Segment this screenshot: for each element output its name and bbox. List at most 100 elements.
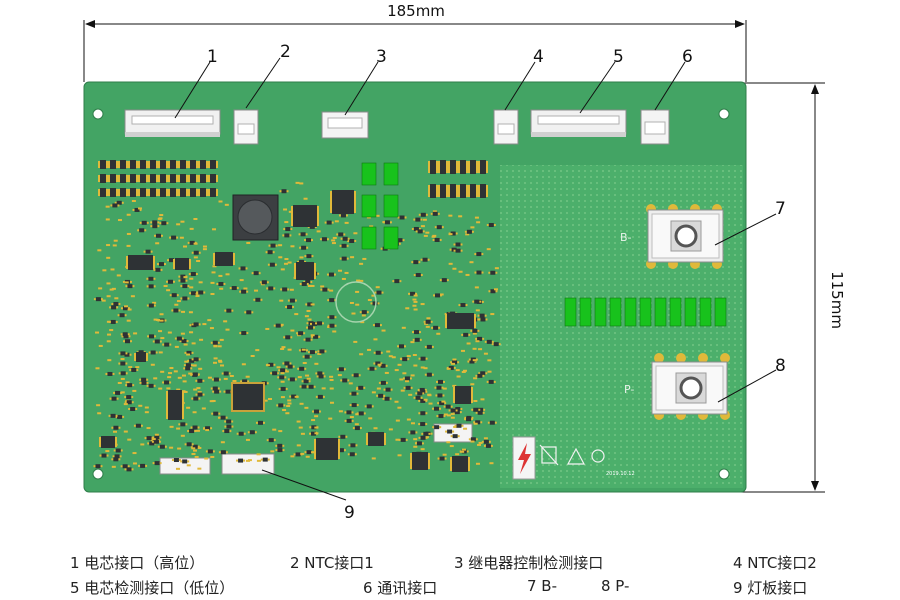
smd-chip xyxy=(166,390,184,420)
smd-chip xyxy=(244,310,254,315)
smd-chip xyxy=(153,233,163,238)
connector-cell-high xyxy=(124,109,221,137)
smd-chip xyxy=(413,395,423,400)
smd-chip xyxy=(128,188,138,197)
smd-chip xyxy=(184,442,194,447)
smd-chip xyxy=(124,395,134,400)
smd-chip xyxy=(415,391,425,396)
terminal-p-minus: P- xyxy=(624,353,730,420)
smd-chip xyxy=(339,243,349,248)
smd-chip xyxy=(118,174,128,183)
smd-chip xyxy=(126,255,155,270)
smd-chip xyxy=(450,360,460,365)
smd-chip xyxy=(109,396,119,401)
smd-chip xyxy=(450,434,460,439)
smd-chip xyxy=(338,213,348,218)
legend-item-4: 4 NTC接口2 xyxy=(733,554,817,572)
smd-chip xyxy=(188,174,198,183)
smd-chip xyxy=(364,404,374,409)
smd-chip xyxy=(146,276,156,281)
smd-chip xyxy=(287,377,297,382)
smd-chip xyxy=(434,225,444,230)
smd-chip xyxy=(299,281,309,286)
smd-chip xyxy=(468,437,478,442)
smd-chip xyxy=(253,297,263,302)
smd-chip xyxy=(312,409,322,414)
smd-chip xyxy=(99,453,109,458)
smd-chip xyxy=(294,262,316,280)
smd-chip xyxy=(188,272,198,277)
smd-chip xyxy=(279,189,289,194)
smd-chip xyxy=(464,417,474,422)
smd-chip xyxy=(348,443,358,448)
smd-chip xyxy=(158,174,168,183)
smd-chip xyxy=(195,392,205,397)
smd-chip xyxy=(324,220,334,225)
smd-chip xyxy=(282,361,292,366)
callout-4: 4 xyxy=(533,47,544,67)
smd-chip xyxy=(306,325,316,330)
smd-chip xyxy=(168,174,178,183)
smd-chip xyxy=(481,439,491,444)
smd-chip xyxy=(168,160,178,169)
smd-chip xyxy=(178,188,188,197)
smd-chip xyxy=(464,229,474,234)
smd-chip xyxy=(423,319,433,324)
smd-chip xyxy=(424,344,434,349)
smd-chip xyxy=(431,325,441,330)
smd-chip xyxy=(191,396,201,401)
smd-chip xyxy=(475,336,485,341)
smd-chip xyxy=(432,237,442,242)
smd-chip xyxy=(190,425,200,430)
smd-chip xyxy=(448,160,458,174)
smd-chip xyxy=(366,432,386,446)
legend-item-5: 5 电芯检测接口（低位） xyxy=(70,579,235,597)
smd-chip xyxy=(178,278,188,283)
smd-chip xyxy=(297,366,307,371)
smd-chip xyxy=(418,398,428,403)
smd-chip xyxy=(222,429,232,434)
smd-chip xyxy=(297,259,307,264)
smd-chip xyxy=(304,254,314,259)
smd-chip xyxy=(117,313,127,318)
smd-chip xyxy=(171,308,181,313)
smd-chip xyxy=(138,188,148,197)
smd-chip xyxy=(159,221,169,226)
smd-chip xyxy=(146,383,156,388)
smd-chip xyxy=(475,410,485,415)
smd-chip xyxy=(307,350,317,355)
smd-chip xyxy=(311,334,321,339)
smd-chip xyxy=(208,160,218,169)
esd-warning-icon xyxy=(567,447,585,465)
legend-item-6: 6 通讯接口 xyxy=(363,579,438,597)
smd-chip xyxy=(195,378,205,383)
smd-chip xyxy=(434,385,444,390)
smd-chip xyxy=(275,443,285,448)
smd-chip xyxy=(356,385,366,390)
smd-chip xyxy=(208,174,218,183)
smd-chip xyxy=(211,377,221,382)
smd-chip xyxy=(180,284,190,289)
smd-chip xyxy=(336,232,346,237)
smd-chip xyxy=(162,342,172,347)
smd-chip xyxy=(213,252,235,266)
smd-chip xyxy=(267,262,277,267)
legend-item-7: 7 B- xyxy=(527,577,558,595)
smd-chip xyxy=(291,205,319,227)
smd-chip xyxy=(120,464,130,469)
smd-chip xyxy=(143,249,153,254)
smd-chip xyxy=(326,272,336,277)
smd-chip xyxy=(296,331,306,336)
connector-comm xyxy=(640,109,670,145)
mcu-chip xyxy=(231,382,265,412)
smd-chip xyxy=(454,423,464,428)
smd-chip xyxy=(397,344,407,349)
smd-chip xyxy=(408,430,418,435)
smd-chip xyxy=(392,279,402,284)
smd-chip xyxy=(314,438,340,460)
smd-chip xyxy=(411,226,421,231)
smd-chip xyxy=(198,160,208,169)
smd-chip xyxy=(115,414,125,419)
smd-chip xyxy=(111,457,121,462)
